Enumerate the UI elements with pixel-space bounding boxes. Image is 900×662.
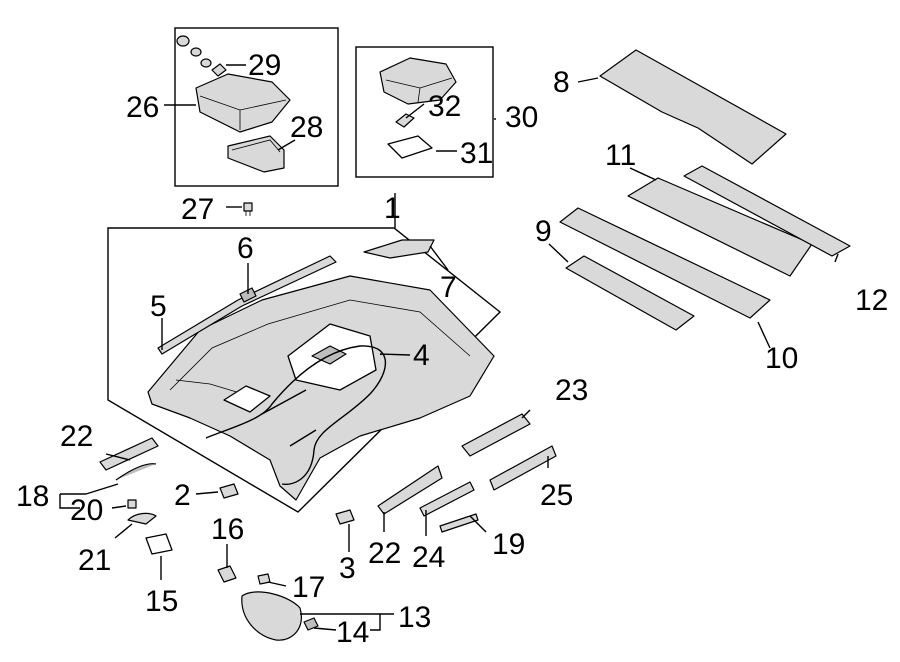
callout-3: 3 (339, 552, 356, 585)
callout-15: 15 (145, 585, 178, 618)
callout-31: 31 (460, 137, 493, 170)
callout-16: 16 (211, 513, 244, 546)
map-lamp-box (355, 46, 494, 178)
callout-13: 13 (398, 601, 431, 634)
callout-9: 9 (535, 215, 552, 248)
callout-6: 6 (237, 232, 254, 265)
callout-24: 24 (412, 541, 445, 574)
headliner-assembly (107, 227, 502, 513)
dome-lamp-box (174, 27, 339, 187)
callout-22b: 22 (368, 537, 401, 570)
callout-1: 1 (384, 192, 401, 225)
callout-numbers: 1 2 3 4 5 6 7 8 9 10 11 12 13 14 15 16 1… (16, 49, 888, 649)
callout-2: 2 (174, 479, 191, 512)
callout-8: 8 (553, 66, 570, 99)
callout-14: 14 (336, 616, 369, 649)
callout-11: 11 (605, 139, 636, 172)
callout-30: 30 (505, 101, 538, 134)
callout-23: 23 (555, 374, 588, 407)
insulator-pads (559, 49, 851, 331)
callout-27: 27 (181, 193, 214, 226)
small-parts (99, 437, 355, 641)
callout-22a: 22 (60, 420, 93, 453)
callout-32: 32 (428, 90, 461, 123)
callout-10: 10 (765, 342, 798, 375)
callout-20: 20 (70, 494, 103, 527)
callout-26: 26 (126, 91, 159, 124)
callout-29: 29 (248, 49, 281, 82)
callout-25: 25 (540, 479, 573, 512)
callout-7: 7 (440, 271, 457, 304)
callout-18: 18 (16, 480, 49, 513)
callout-12: 12 (855, 284, 888, 317)
brackets (377, 413, 557, 533)
clip-27 (243, 202, 253, 216)
leader-lines (59, 64, 839, 631)
callout-19: 19 (492, 528, 525, 561)
callout-17: 17 (292, 571, 325, 604)
callout-28: 28 (290, 111, 323, 144)
callout-21: 21 (78, 544, 111, 577)
callout-5: 5 (150, 290, 167, 323)
callout-4: 4 (413, 339, 430, 372)
